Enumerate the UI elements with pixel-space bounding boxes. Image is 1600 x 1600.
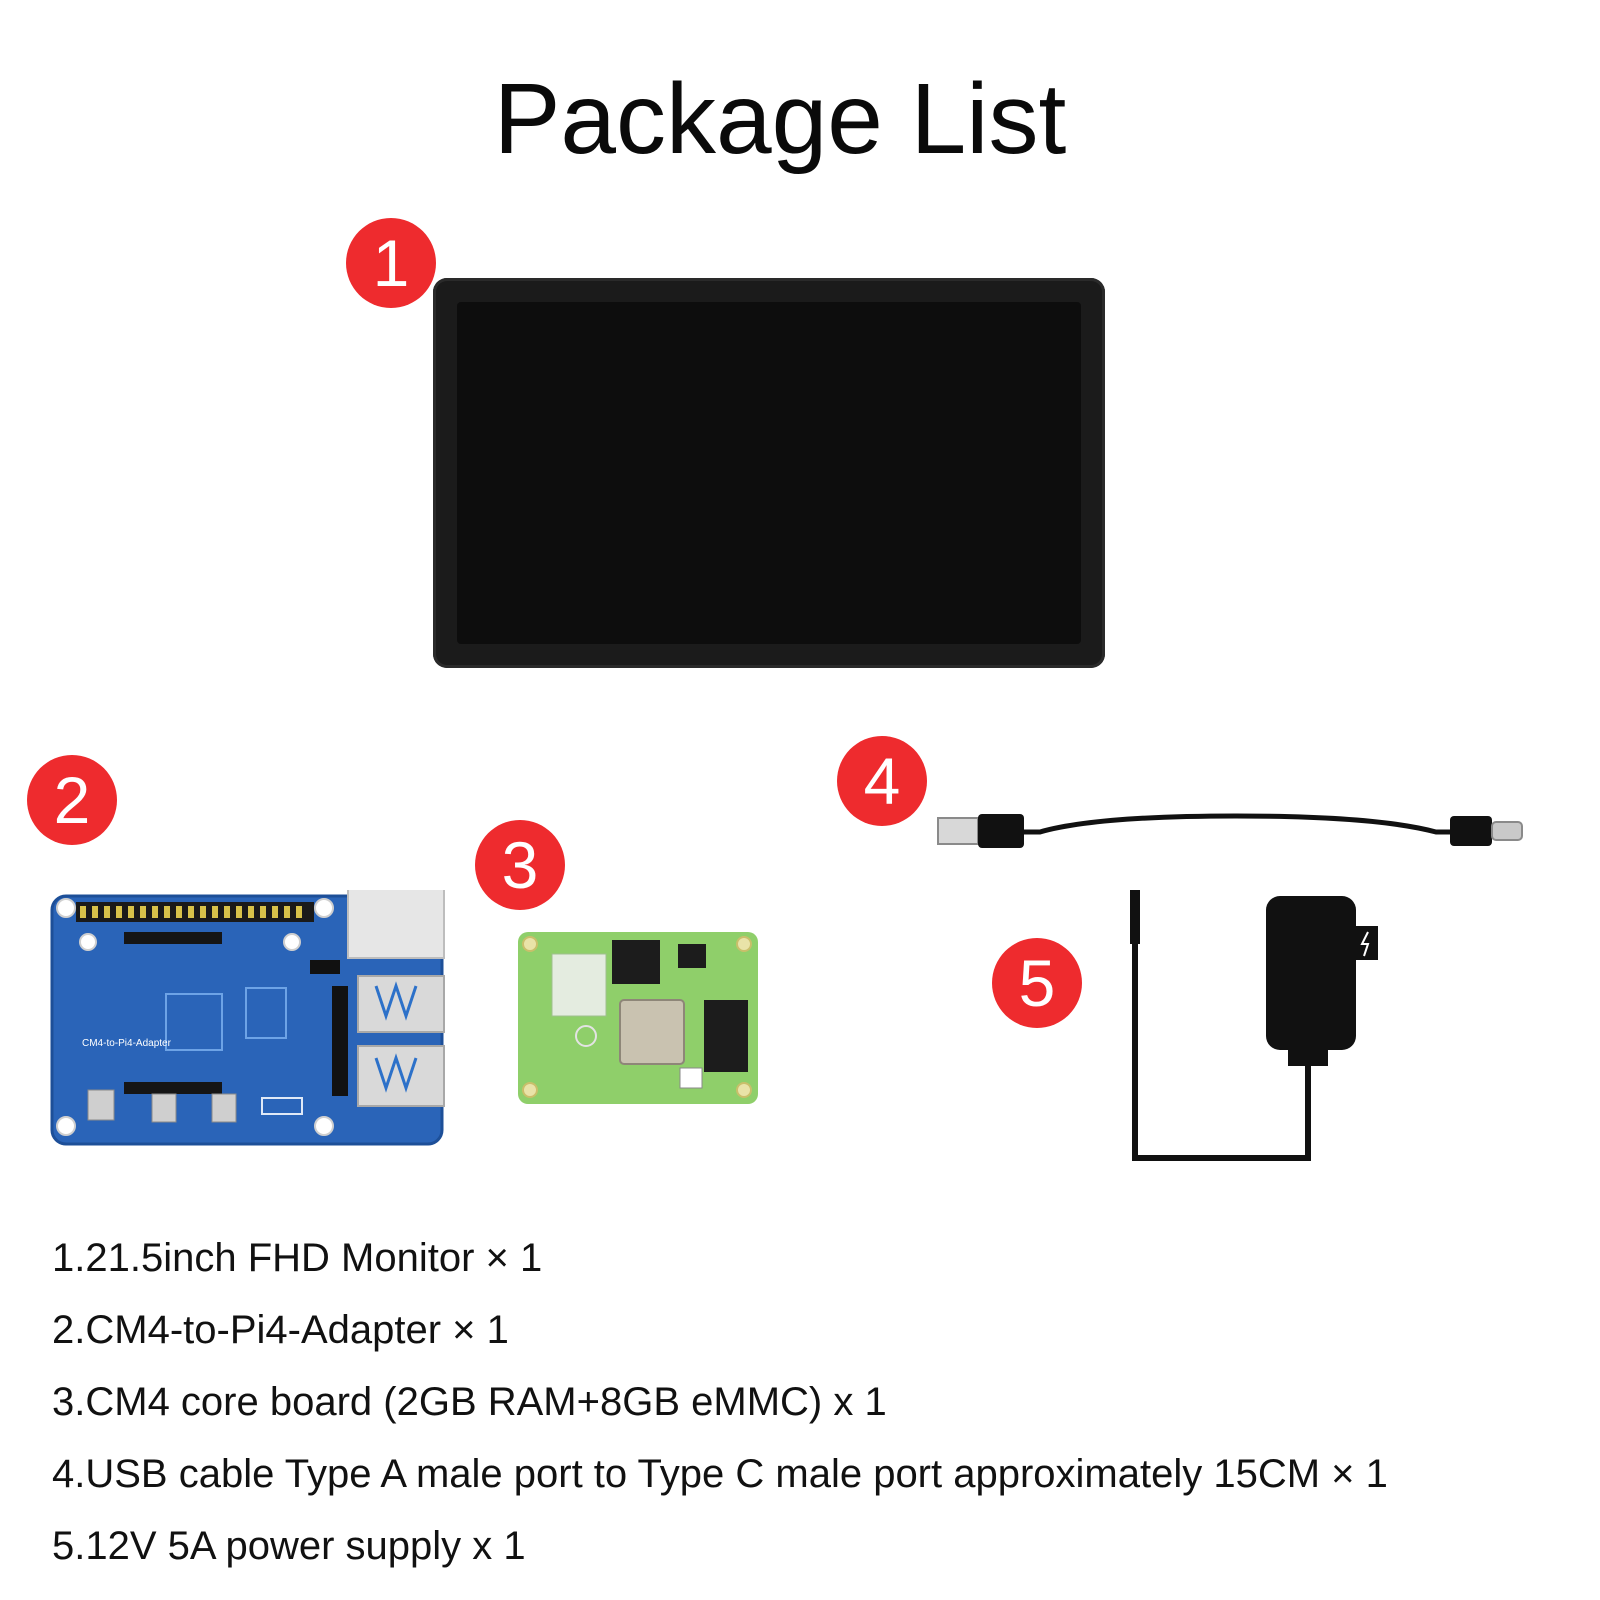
badge-3: 3 [475, 820, 565, 910]
badge-4: 4 [837, 736, 927, 826]
adapter-board-image: CM4-to-Pi4-Adapter [50, 890, 445, 1146]
package-item-1: 1.21.5inch FHD Monitor × 1 [52, 1236, 543, 1280]
package-item-2: 2.CM4-to-Pi4-Adapter × 1 [52, 1308, 509, 1352]
usb-cable-image [937, 813, 1523, 848]
monitor-image [433, 278, 1105, 668]
package-item-5: 5.12V 5A power supply x 1 [52, 1524, 526, 1568]
power-supply-image [1130, 890, 1378, 1161]
adapter-board-label: CM4-to-Pi4-Adapter [82, 1038, 172, 1049]
badge-2: 2 [27, 755, 117, 845]
package-item-list: 1.21.5inch FHD Monitor × 1 2.CM4-to-Pi4-… [52, 1238, 1552, 1598]
cm4-board-image [518, 932, 758, 1104]
page-title: Package List [493, 63, 1067, 175]
monitor-screen [457, 302, 1081, 644]
badge-5: 5 [992, 938, 1082, 1028]
package-item-4: 4.USB cable Type A male port to Type C m… [52, 1452, 1388, 1496]
package-item-3: 3.CM4 core board (2GB RAM+8GB eMMC) x 1 [52, 1380, 887, 1424]
badge-1: 1 [346, 218, 436, 308]
